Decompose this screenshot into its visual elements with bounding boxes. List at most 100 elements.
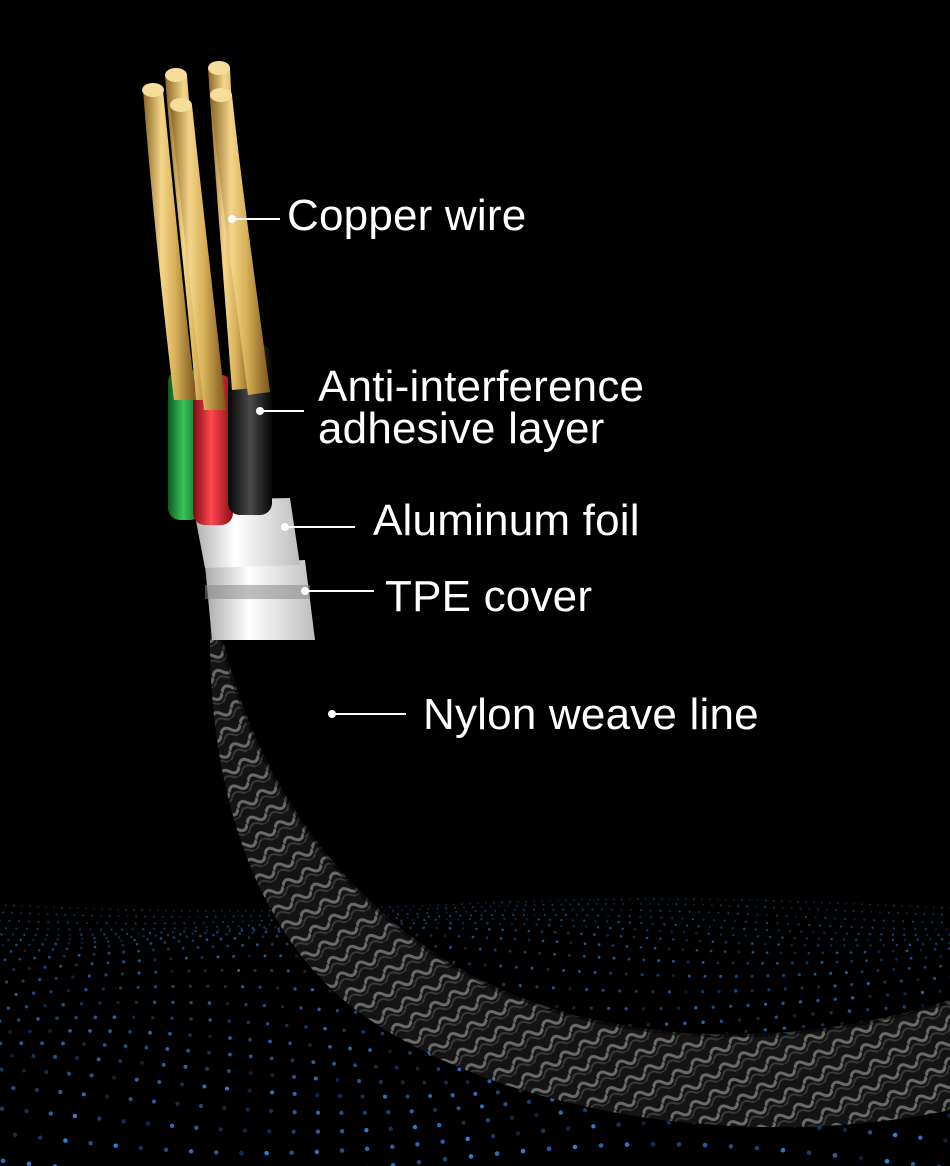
- grid-dot: [212, 934, 215, 937]
- grid-dot: [650, 916, 652, 918]
- grid-dot: [49, 1111, 53, 1115]
- grid-dot: [81, 942, 84, 945]
- grid-dot: [68, 1029, 72, 1033]
- grid-dot: [100, 915, 102, 917]
- grid-dot: [270, 1073, 274, 1077]
- grid-dot: [293, 1092, 297, 1096]
- grid-dot: [493, 902, 495, 904]
- grid-dot: [642, 1007, 645, 1010]
- grid-dot: [856, 944, 859, 947]
- grid-dot: [507, 905, 509, 907]
- grid-dot: [192, 939, 195, 942]
- grid-dot: [833, 1153, 838, 1158]
- grid-dot: [277, 927, 279, 929]
- grid-dot: [206, 929, 208, 931]
- grid-dot: [583, 1108, 587, 1112]
- grid-dot: [756, 914, 758, 916]
- grid-dot: [800, 986, 803, 989]
- grid-dot: [541, 1129, 545, 1133]
- grid-dot: [799, 1000, 802, 1003]
- grid-dot: [22, 1069, 26, 1073]
- grid-dot: [468, 962, 471, 965]
- grid-dot: [677, 1007, 680, 1010]
- grid-dot: [199, 1104, 203, 1108]
- grid-dot: [455, 911, 457, 913]
- grid-dot: [137, 950, 140, 953]
- grid-dot: [203, 922, 205, 924]
- grid-dot: [509, 950, 512, 953]
- grid-dot: [0, 1019, 1, 1023]
- grid-dot: [829, 1011, 832, 1014]
- grid-dot: [311, 1060, 315, 1064]
- grid-dot: [882, 944, 885, 947]
- grid-dot: [781, 900, 783, 902]
- grid-dot: [697, 925, 699, 927]
- grid-dot: [20, 912, 22, 914]
- grid-dot: [133, 909, 135, 911]
- grid-dot: [135, 916, 137, 918]
- grid-dot: [535, 923, 537, 925]
- grid-dot: [843, 938, 845, 940]
- grid-dot: [164, 922, 166, 924]
- grid-dot: [120, 939, 123, 942]
- grid-dot: [94, 1016, 98, 1020]
- grid-dot: [795, 915, 797, 917]
- grid-dot: [829, 972, 832, 975]
- grid-dot: [914, 928, 916, 930]
- grid-dot: [157, 910, 159, 912]
- grid-dot: [941, 921, 943, 923]
- grid-dot: [829, 925, 831, 927]
- grid-dot: [688, 975, 691, 978]
- grid-dot: [892, 950, 895, 953]
- grid-dot: [348, 1047, 352, 1051]
- grid-dot: [68, 942, 71, 945]
- grid-dot: [150, 942, 153, 945]
- grid-dot: [618, 915, 620, 917]
- grid-dot: [10, 950, 13, 953]
- grid-dot: [207, 1051, 211, 1055]
- grid-dot: [105, 1095, 109, 1099]
- grid-dot: [362, 1030, 366, 1034]
- grid-dot: [808, 952, 811, 955]
- grid-dot: [250, 915, 252, 917]
- grid-dot: [864, 951, 867, 954]
- grid-dot: [834, 917, 836, 919]
- grid-dot: [15, 927, 17, 929]
- grid-dot: [835, 961, 838, 964]
- grid-dot: [511, 923, 513, 925]
- grid-dot: [621, 898, 623, 900]
- grid-dot: [605, 903, 607, 905]
- grid-dot: [867, 982, 870, 985]
- grid-dot: [144, 916, 146, 918]
- grid-dot: [793, 1014, 796, 1017]
- grid-dot: [204, 969, 207, 972]
- grid-dot: [502, 983, 505, 986]
- grid-dot: [112, 1076, 116, 1080]
- grid-dot: [153, 916, 155, 918]
- grid-dot: [66, 947, 69, 950]
- grid-dot: [684, 904, 686, 906]
- grid-dot: [449, 915, 451, 917]
- grid-dot: [682, 948, 685, 951]
- grid-dot: [241, 985, 244, 988]
- grid-dot: [626, 945, 629, 948]
- grid-dot: [863, 919, 865, 921]
- grid-dot: [32, 939, 34, 941]
- grid-dot: [637, 898, 639, 900]
- grid-dot: [425, 922, 427, 924]
- grid-dot: [242, 920, 244, 922]
- grid-dot: [622, 903, 624, 905]
- grid-dot: [853, 903, 855, 905]
- grid-dot: [263, 1004, 266, 1007]
- grid-dot: [413, 905, 415, 907]
- grid-dot: [596, 903, 598, 905]
- grid-dot: [616, 1122, 620, 1126]
- grid-dot: [737, 913, 739, 915]
- grid-dot: [780, 952, 783, 955]
- grid-dot: [445, 904, 447, 906]
- grid-dot: [106, 922, 108, 924]
- grid-dot: [900, 979, 903, 982]
- grid-dot: [189, 985, 192, 988]
- grid-dot: [659, 910, 661, 912]
- grid-dot: [712, 941, 715, 944]
